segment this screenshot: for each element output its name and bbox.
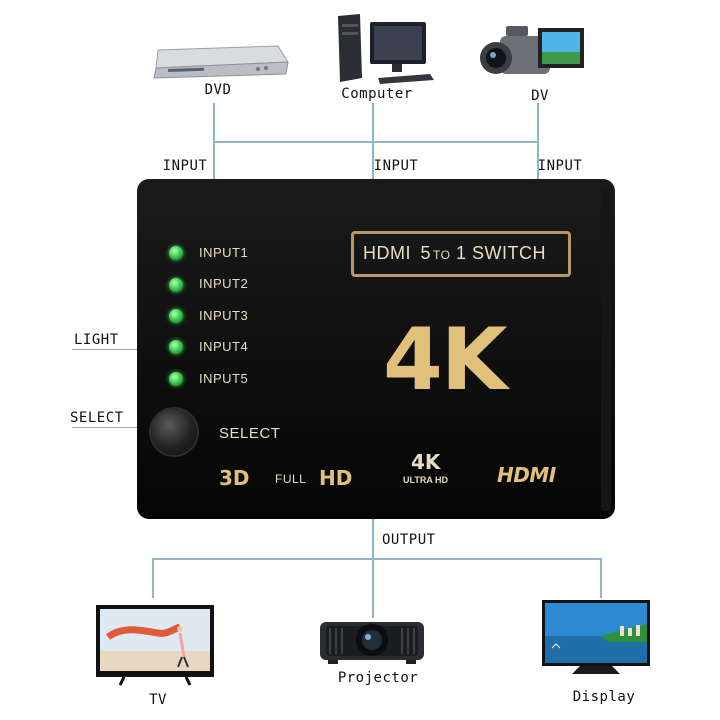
input-bus-line — [213, 141, 539, 143]
led-input3 — [169, 309, 183, 323]
camcorder-icon — [480, 26, 584, 74]
display-label: Display — [572, 689, 636, 705]
projector-icon — [320, 622, 424, 664]
computer-connector — [372, 103, 374, 180]
led-input4 — [169, 340, 183, 354]
badge-hdmi: HDMI — [497, 463, 556, 487]
badge-full: FULL — [275, 472, 307, 486]
switch-title-frame — [351, 231, 571, 277]
badge-3d: 3D — [219, 466, 250, 490]
select-button-label: SELECT — [219, 425, 281, 442]
projector-label: Projector — [337, 670, 419, 686]
select-callout-label: SELECT — [70, 410, 124, 426]
input-label-left: INPUT — [162, 158, 208, 174]
dvd-input-drop — [213, 141, 215, 179]
switch-title-5: 5 — [420, 243, 432, 263]
led-input1 — [169, 246, 183, 260]
dvd-player-icon — [153, 45, 289, 79]
desktop-computer-icon — [338, 14, 434, 84]
badge-ultrahd: ULTRA HD — [403, 475, 448, 485]
led-input5 — [169, 372, 183, 386]
dv-connector — [537, 103, 539, 143]
tv-connector — [152, 558, 154, 598]
input2-label: INPUT2 — [199, 276, 249, 291]
computer-label: Computer — [341, 86, 413, 102]
badge-4k: 4K — [411, 450, 441, 474]
light-callout-line — [72, 349, 172, 350]
output-bus-line — [152, 558, 602, 560]
switch-title-hdmi: HDMI — [363, 243, 411, 263]
display-connector — [600, 558, 602, 598]
big-4k-label: 4K — [383, 310, 507, 410]
input4-label: INPUT4 — [199, 339, 249, 354]
input3-label: INPUT3 — [199, 308, 249, 323]
input5-label: INPUT5 — [199, 371, 249, 386]
select-button[interactable] — [151, 409, 197, 455]
dvd-label: DVD — [204, 82, 232, 98]
output-drop — [372, 518, 374, 560]
badge-hd: HD — [319, 466, 353, 490]
tv-icon — [96, 605, 214, 686]
dvd-connector — [213, 103, 215, 143]
led-input2 — [169, 278, 183, 292]
light-callout-label: LIGHT — [74, 332, 119, 348]
input-label-middle: INPUT — [373, 158, 419, 174]
dv-label: DV — [531, 88, 549, 104]
input-label-right: INPUT — [537, 158, 583, 174]
input1-label: INPUT1 — [199, 245, 249, 260]
switch-body — [137, 179, 615, 519]
monitor-icon — [542, 600, 650, 674]
switch-title-to: TO — [433, 248, 451, 262]
select-callout-line — [72, 427, 152, 428]
projector-connector — [372, 558, 374, 618]
dv-input-drop — [537, 141, 539, 179]
switch-title-switch: 1 SWITCH — [456, 243, 547, 263]
output-label: OUTPUT — [382, 532, 436, 548]
tv-label: TV — [149, 692, 167, 708]
